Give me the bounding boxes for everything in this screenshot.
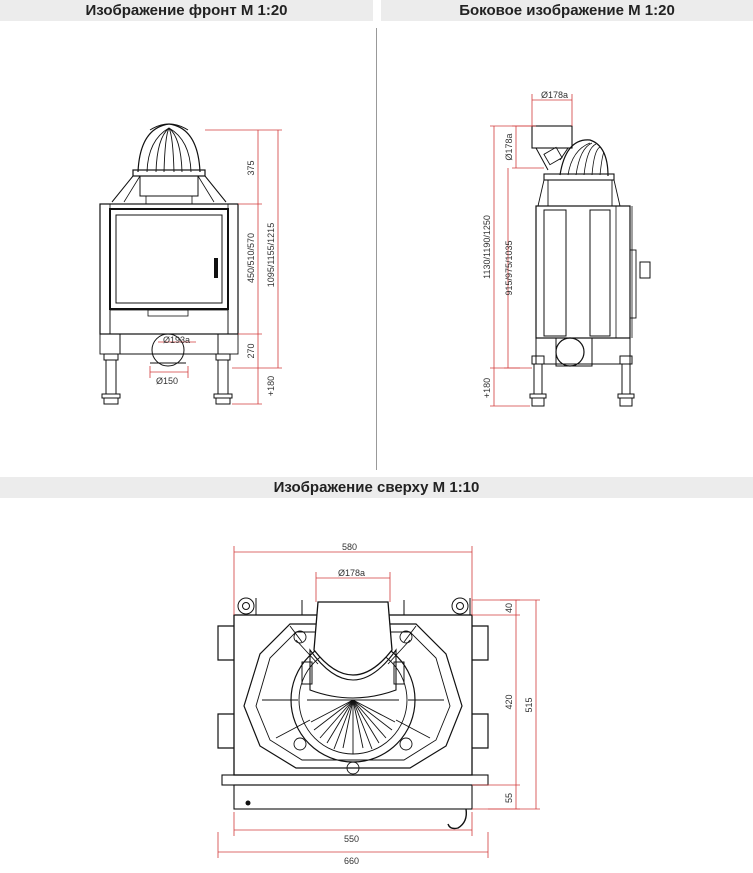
- top-dim-178: Ø178a: [338, 568, 365, 578]
- side-dim-178-horizontal: Ø178a: [541, 90, 568, 100]
- side-view-drawing: Ø178a Ø178a 1130/1190/1250 915/975/1035 …: [482, 90, 651, 407]
- front-dim-air-150: Ø150: [156, 376, 178, 386]
- front-dim-375: 375: [246, 160, 256, 175]
- side-dim-178-vertical: Ø178a: [504, 133, 514, 160]
- top-dim-55: 55: [504, 793, 514, 803]
- top-view-header: Изображение сверху М 1:10: [0, 477, 753, 498]
- side-view-header: Боковое изображение М 1:20: [381, 0, 753, 21]
- side-dim-1130: 1130/1190/1250: [482, 215, 492, 279]
- view-divider: [376, 28, 377, 470]
- side-view-title: Боковое изображение М 1:20: [459, 2, 675, 19]
- top-dim-580: 580: [342, 542, 357, 552]
- top-dim-420: 420: [504, 694, 514, 709]
- burner-ribs: [307, 699, 399, 754]
- top-dim-40: 40: [504, 603, 514, 613]
- front-dim-270: 270: [246, 343, 256, 358]
- front-dim-1095: 1095/1155/1215: [266, 223, 276, 287]
- top-view-drawing: 580 Ø178a 40 420 515 55 550 660: [217, 542, 540, 866]
- front-view-drawing: 375 450/510/570 1095/1155/1215 270 +180 …: [99, 123, 282, 405]
- side-dim-180: +180: [482, 378, 492, 398]
- top-view-title: Изображение сверху М 1:10: [273, 479, 480, 496]
- front-dim-flue-193: Ø193a: [163, 335, 190, 345]
- front-dim-450: 450/510/570: [246, 233, 256, 283]
- front-view-title: Изображение фронт М 1:20: [85, 2, 288, 19]
- top-dim-550: 550: [344, 834, 359, 844]
- front-view-header: Изображение фронт М 1:20: [0, 0, 373, 21]
- front-dim-180: +180: [266, 376, 276, 396]
- side-dim-915: 915/975/1035: [504, 240, 514, 295]
- top-dim-660: 660: [344, 856, 359, 866]
- top-dim-515: 515: [524, 697, 534, 712]
